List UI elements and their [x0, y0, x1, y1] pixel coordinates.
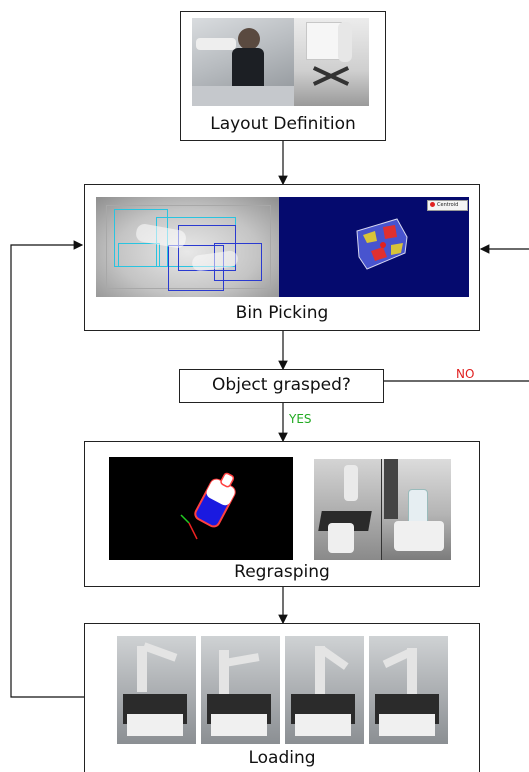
regrasp-photo-right [381, 459, 451, 560]
bin-picking-label: Bin Picking [235, 303, 329, 323]
bin-picking-node: Centroid Bin Picking [84, 184, 480, 331]
loading-photo-4 [369, 636, 448, 744]
arrow-loading-loop [10, 240, 84, 698]
layout-photo-person [192, 18, 294, 106]
layout-definition-label: Layout Definition [210, 114, 356, 134]
layout-definition-node: Layout Definition [180, 11, 386, 141]
centroid-legend: Centroid [427, 200, 468, 211]
regrasp-pose-image [109, 457, 293, 560]
bottle-pose [180, 472, 236, 540]
bin-segmentation-image: Centroid [279, 197, 469, 297]
no-label: NO [456, 367, 475, 381]
segmented-object [356, 218, 408, 270]
layout-photo-setup [294, 18, 369, 106]
object-grasped-label: Object grasped? [212, 375, 351, 395]
loading-photo-1 [117, 636, 196, 744]
loading-label: Loading [248, 748, 316, 768]
object-grasped-decision: Object grasped? [179, 369, 384, 403]
regrasping-label: Regrasping [234, 562, 330, 582]
regrasping-node: Regrasping [84, 441, 480, 587]
regrasp-photo-left [314, 459, 381, 560]
yes-label: YES [289, 412, 312, 426]
bin-detection-image [96, 197, 279, 297]
loading-photo-2 [201, 636, 280, 744]
loading-photo-3 [285, 636, 364, 744]
loading-node: Loading [84, 623, 480, 772]
